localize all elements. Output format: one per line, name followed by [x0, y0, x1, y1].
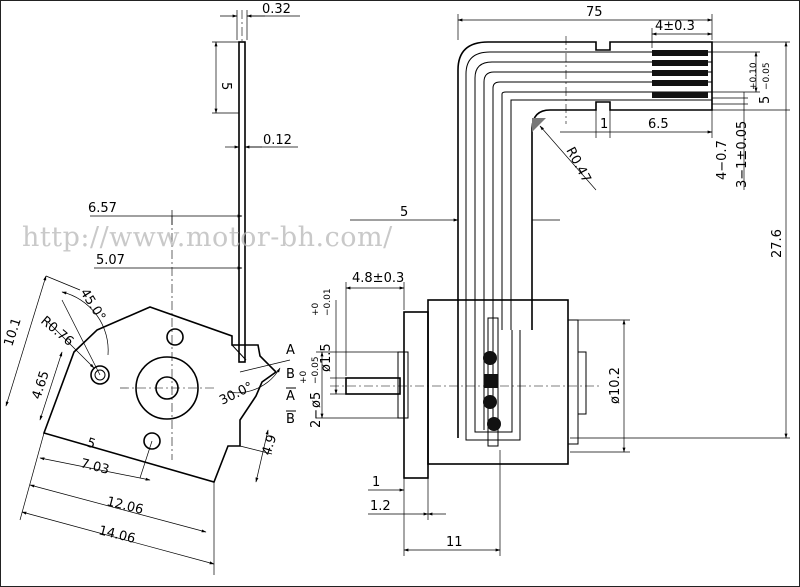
dim-shaft-1.5-up: +0	[311, 302, 321, 316]
rear-bearing	[577, 351, 587, 415]
dim-boss-5-dn: −0.05	[311, 356, 321, 384]
pin-label-b-bar: B	[286, 412, 295, 427]
dim-boss-5-up: +0	[299, 370, 309, 384]
dim-shaft-1.5-dn: −0.01	[323, 288, 333, 316]
dim-6.5: 6.5	[648, 117, 669, 132]
dim-4-0.7: 4−0.7	[715, 140, 730, 180]
mounting-hole-left	[90, 365, 110, 385]
dim-0.12: 0.12	[263, 133, 292, 148]
shaft-blade	[238, 41, 246, 363]
dim-4.9: 4.9	[260, 433, 281, 457]
dim-7.03: 7.03	[79, 456, 111, 478]
dim-12.06: 12.06	[105, 494, 145, 518]
pin-label-a: A	[286, 343, 295, 358]
dim-R0.47: R0.47	[562, 145, 593, 186]
watermark-text: http://www.motor-bh.com/	[22, 222, 393, 253]
mounting-hole-top	[166, 328, 184, 346]
solder-pad-4	[487, 417, 501, 431]
dim-1-fpc: 1	[600, 117, 608, 132]
dim-boss-prefix: 2−	[309, 409, 324, 428]
fpc-pad-1	[652, 50, 708, 56]
solder-pad-3	[483, 395, 497, 409]
dim-0.32: 0.32	[262, 2, 291, 17]
dim-45deg: 45.0°	[77, 286, 109, 324]
dim-1.2: 1.2	[370, 499, 391, 514]
dim-5-hole: 5	[85, 436, 98, 453]
mounting-hole-bottom	[143, 432, 161, 450]
dim-5-fpc: 5	[400, 205, 408, 220]
side-view: 75 4±0.3 5 +0.10 −0.05 27.6 1 6.5 4−0.7 …	[299, 5, 790, 556]
dim-14.06: 14.06	[97, 523, 137, 547]
dim-1-flange: 1	[372, 475, 380, 490]
dim-10.1: 10.1	[2, 316, 25, 348]
front-view: 0.32 5 0.12 6.57 5.07 45.0°	[2, 2, 300, 575]
pin-label-a-bar: A	[286, 389, 295, 404]
dim-3-1: 3−1±0.05	[735, 121, 750, 188]
fpc-pad-2	[652, 60, 708, 66]
fpc-pad-4	[652, 80, 708, 86]
dim-5-pitch: 5	[758, 96, 773, 104]
pin-label-b: B	[286, 367, 295, 382]
dim-boss-5: ø5	[309, 392, 324, 408]
solder-pad-2	[484, 374, 498, 388]
fpc-pad-3	[652, 70, 708, 76]
fpc-outline	[457, 41, 713, 438]
dim-4.8: 4.8±0.3	[352, 271, 404, 286]
dim-5-blade: 5	[218, 82, 233, 90]
dim-R0.76: R0.76	[37, 314, 76, 350]
dim-11: 11	[446, 535, 463, 550]
dim-4.65: 4.65	[30, 369, 53, 401]
dim-4-0.3: 4±0.3	[655, 19, 695, 34]
rotor-boss	[135, 356, 199, 420]
solder-pad-1	[483, 351, 497, 365]
dim-27.6: 27.6	[770, 229, 785, 258]
front-boss	[397, 351, 409, 419]
dim-5-tol-dn: −0.05	[762, 62, 772, 90]
rear-cap	[567, 319, 579, 445]
dim-5-tol-up: +0.10	[749, 62, 759, 90]
dim-10.2: ø10.2	[608, 367, 623, 404]
fpc-pad-5	[652, 92, 708, 98]
dim-shaft-1.5: ø1.5	[319, 343, 334, 372]
dim-75: 75	[586, 5, 603, 20]
dim-5.07: 5.07	[96, 253, 125, 268]
dim-6.57: 6.57	[88, 201, 117, 216]
